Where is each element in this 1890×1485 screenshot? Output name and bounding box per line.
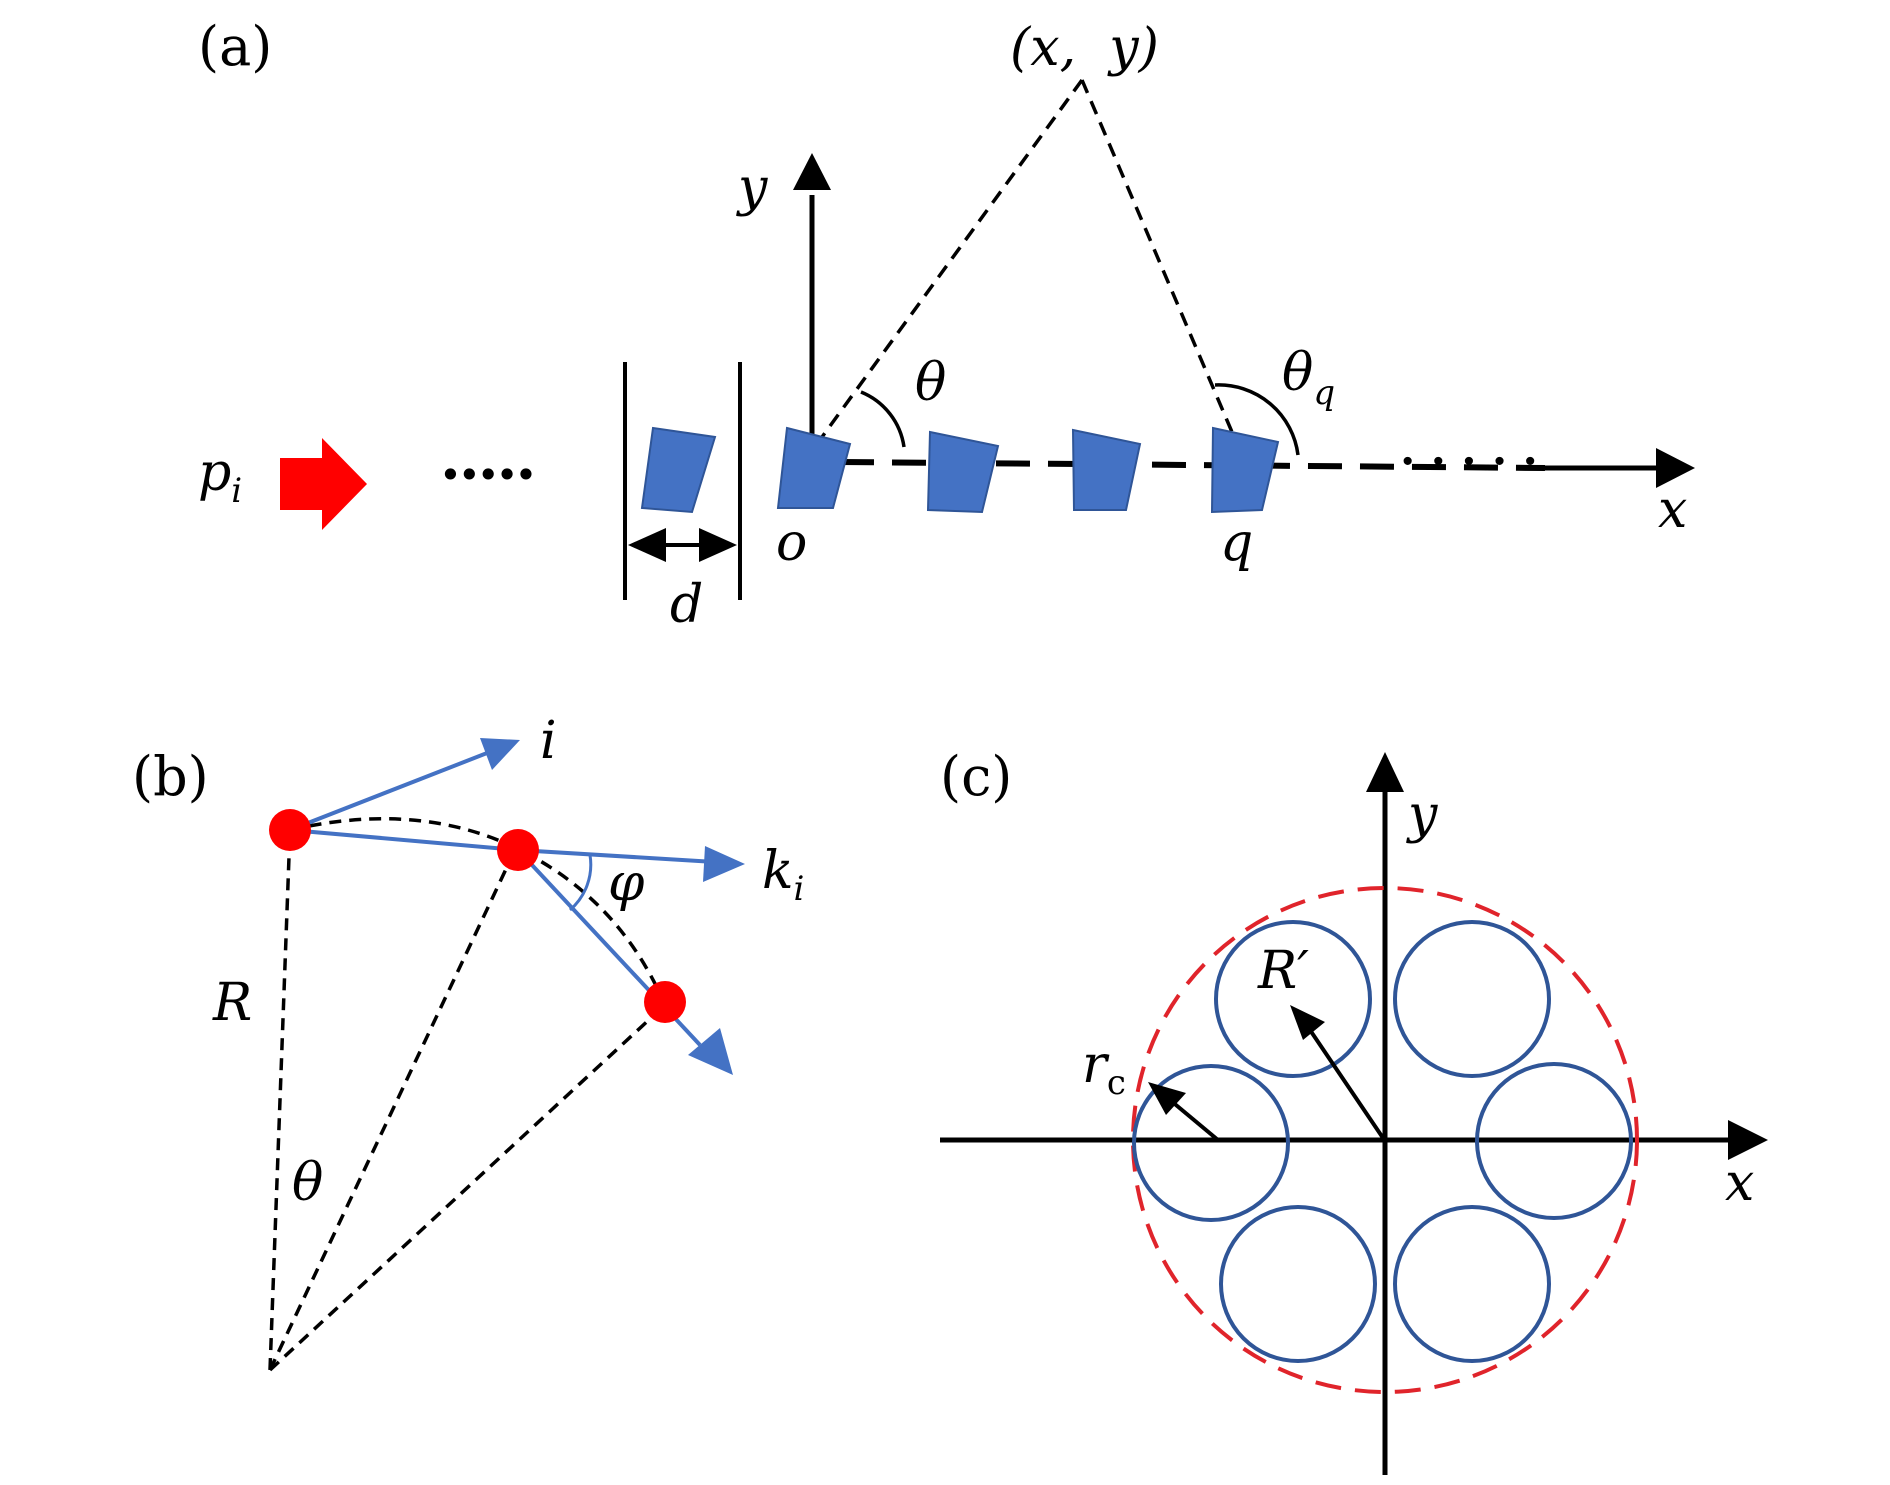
i-label: i [540,711,557,771]
panel-c-label: (c) [940,745,1012,808]
r-prime-arrowhead [1290,1005,1325,1040]
particle-dot-2 [497,829,539,871]
r-c-arrow [1168,1098,1220,1142]
meta-atom-1 [640,426,717,514]
r-prime-label: R′ [1257,941,1309,1001]
meta-atom-4 [1071,428,1142,511]
point-xy-label: (x, y) [1010,18,1159,78]
r-label: R [212,973,252,1033]
k-i-vector [517,848,716,864]
inner-circle-right [1475,1062,1633,1220]
theta-q-label: θq [1282,343,1335,413]
dashed-line-to-q [1080,79,1234,433]
theta-label: θ [915,353,946,413]
meta-atom-5 [1210,426,1280,514]
chord-1 [289,828,519,852]
meta-atom-3 [926,430,1000,514]
chord-2-head [688,1028,733,1075]
c-x-label: x [1725,1153,1754,1213]
c-y-arrowhead [1366,752,1404,792]
radius-line-1 [268,829,292,1371]
theta-arc [860,390,906,448]
radius-line-2 [268,849,517,1371]
panel-a-label: (a) [198,15,272,78]
particle-dot-3 [644,981,686,1023]
c-x-arrowhead [1728,1120,1768,1160]
inner-circle-left [1132,1064,1290,1222]
k-i-label: ki [762,841,804,909]
i-vector-head [480,738,520,770]
y-axis-label: y [736,158,768,218]
outer-dashed-circle [1131,886,1639,1394]
phi-arc [569,854,593,912]
x-axis-arrowhead [1656,448,1695,488]
panel-c: (c) x y R′ rc [940,745,1768,1475]
radius-line-3 [268,1003,667,1372]
inner-circle-bottom-right [1393,1205,1551,1363]
inner-circle-bottom-left [1219,1205,1377,1363]
r-prime-arrow [1308,1028,1385,1140]
d-label: d [670,575,703,635]
meta-atom-2 [776,426,852,509]
inner-circle-top-left [1214,920,1372,1078]
k-i-vector-head [703,846,745,882]
r-c-label: rc [1082,1035,1126,1103]
y-axis-arrowhead [793,153,831,190]
x-axis-label: x [1658,480,1687,540]
r-c-arrowhead [1148,1082,1186,1115]
c-y-label: y [1406,785,1438,845]
panel-b: (b) i ki φ R θ [132,711,804,1372]
theta-q-arc [1214,383,1300,456]
origin-label: o [776,513,807,573]
incident-red-arrow [280,438,367,530]
x-axis-dots: · · · · · [1400,436,1538,487]
trajectory-arc [289,817,667,1006]
left-dots: ····· [440,440,534,510]
d-arrowhead-left [628,528,666,562]
dashed-line-to-origin [820,78,1084,439]
d-arrowhead-right [699,528,737,562]
q-label: q [1220,513,1253,573]
panel-b-label: (b) [132,745,209,808]
phi-label: φ [608,853,645,913]
particle-dot-1 [269,809,311,851]
panel-a: (a) (x, y) y · · · · · x θ θq pi ····· [198,15,1695,635]
i-vector [289,744,506,832]
inner-circle-top-right [1393,920,1551,1078]
p-i-label: pi [198,443,242,511]
theta-b-label: θ [292,1153,323,1213]
